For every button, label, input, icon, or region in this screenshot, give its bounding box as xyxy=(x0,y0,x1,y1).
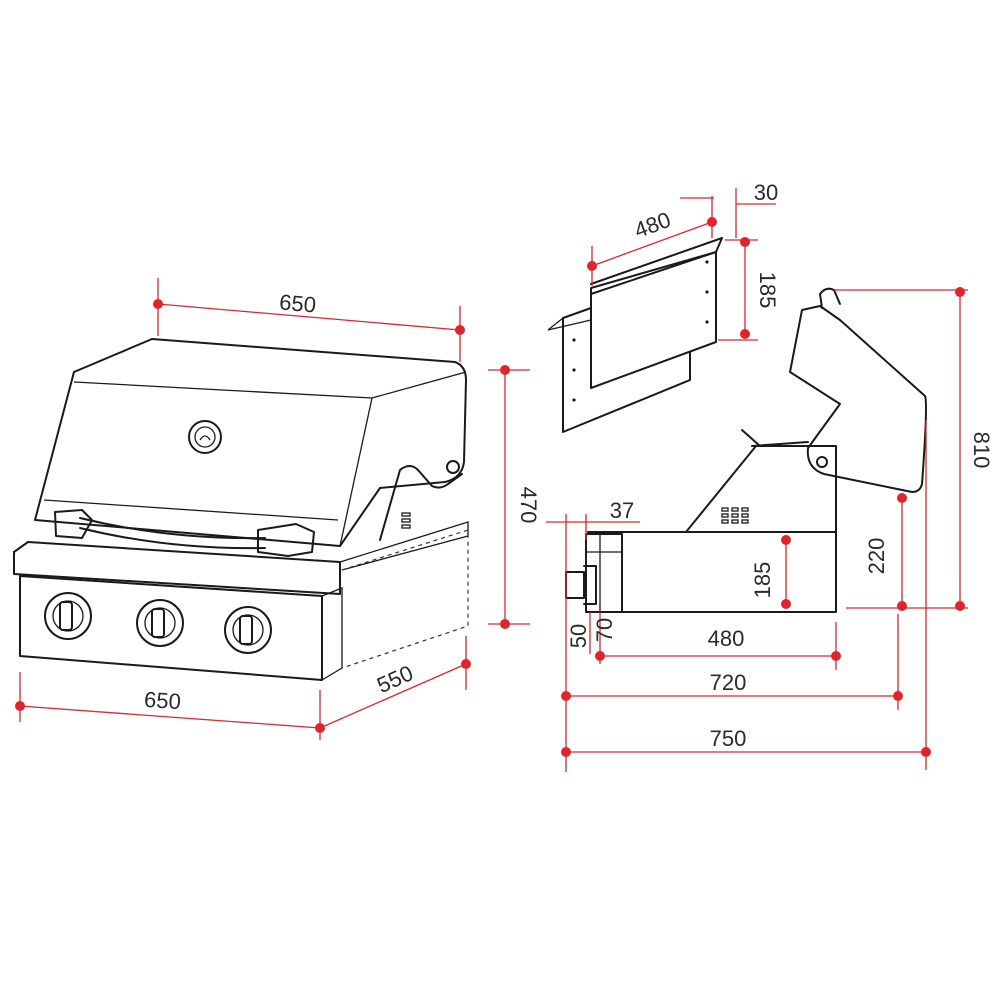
burner-knob-right xyxy=(224,606,272,654)
burner-knob-left xyxy=(44,592,92,640)
side-hood-slope xyxy=(685,445,757,533)
burner-knob-center xyxy=(136,599,184,647)
mounting-bracket xyxy=(547,237,723,433)
hood-inner-line xyxy=(43,499,339,521)
hood-handle xyxy=(54,509,315,557)
dim-bracket-offset: 30 xyxy=(754,180,778,205)
hood-top-edge xyxy=(73,371,467,399)
side-control-knob xyxy=(565,565,597,605)
dim-front-width-bottom: 650 xyxy=(143,687,181,715)
side-dimensions: 810 220 37 185 50 70 480 720 xyxy=(546,287,994,772)
dim-side-depth-50: 50 xyxy=(566,624,591,648)
control-panel-top xyxy=(13,541,341,595)
control-panel-side xyxy=(321,587,343,681)
cutout-outline xyxy=(341,529,469,669)
side-vent-slots xyxy=(721,507,749,524)
dim-side-depth-720: 720 xyxy=(710,670,747,695)
dim-side-total-height: 810 xyxy=(969,432,994,469)
open-lid xyxy=(789,305,927,493)
dim-front-width-top: 650 xyxy=(278,289,317,317)
lid-hinge xyxy=(816,456,828,468)
dim-side-knob-offset: 37 xyxy=(610,498,634,523)
side-front-panel xyxy=(585,533,623,613)
dim-side-cutout-depth: 480 xyxy=(708,626,745,651)
dim-side-cutout-height: 185 xyxy=(750,562,775,599)
grill-front-view xyxy=(13,338,469,681)
bracket-dimensions: 480 30 185 xyxy=(587,180,780,341)
dim-bracket-height: 185 xyxy=(755,272,780,309)
thermometer-icon xyxy=(188,420,222,454)
bracket-holes xyxy=(572,260,709,402)
dim-side-body-height: 220 xyxy=(864,538,889,575)
lid-handle xyxy=(819,287,841,309)
side-knob xyxy=(446,460,460,474)
vent-slots xyxy=(401,512,411,529)
control-panel-front xyxy=(19,575,323,681)
dim-front-depth: 550 xyxy=(373,660,417,698)
dim-side-depth-750: 750 xyxy=(710,726,747,751)
hood-side-hinge xyxy=(379,465,463,541)
dim-side-depth-70: 70 xyxy=(592,618,617,642)
dim-bracket-width: 480 xyxy=(631,207,674,243)
grill-side-view xyxy=(565,287,927,613)
grill-hood xyxy=(34,338,467,547)
hood-front-edge xyxy=(339,397,373,547)
side-body xyxy=(587,531,837,613)
dim-front-height: 470 xyxy=(516,487,541,524)
front-dimensions: 650 470 650 550 xyxy=(15,278,541,740)
grill-body-side xyxy=(339,521,469,571)
